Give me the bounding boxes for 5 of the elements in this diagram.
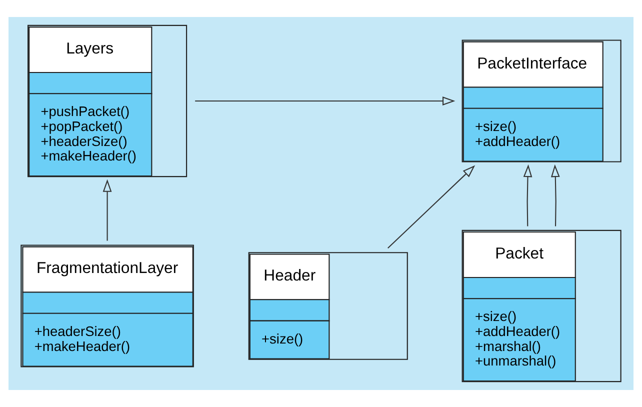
arrow <box>550 164 560 226</box>
arrow <box>523 164 532 226</box>
arrow <box>195 96 456 106</box>
arrow <box>102 179 112 241</box>
arrow <box>388 165 476 249</box>
